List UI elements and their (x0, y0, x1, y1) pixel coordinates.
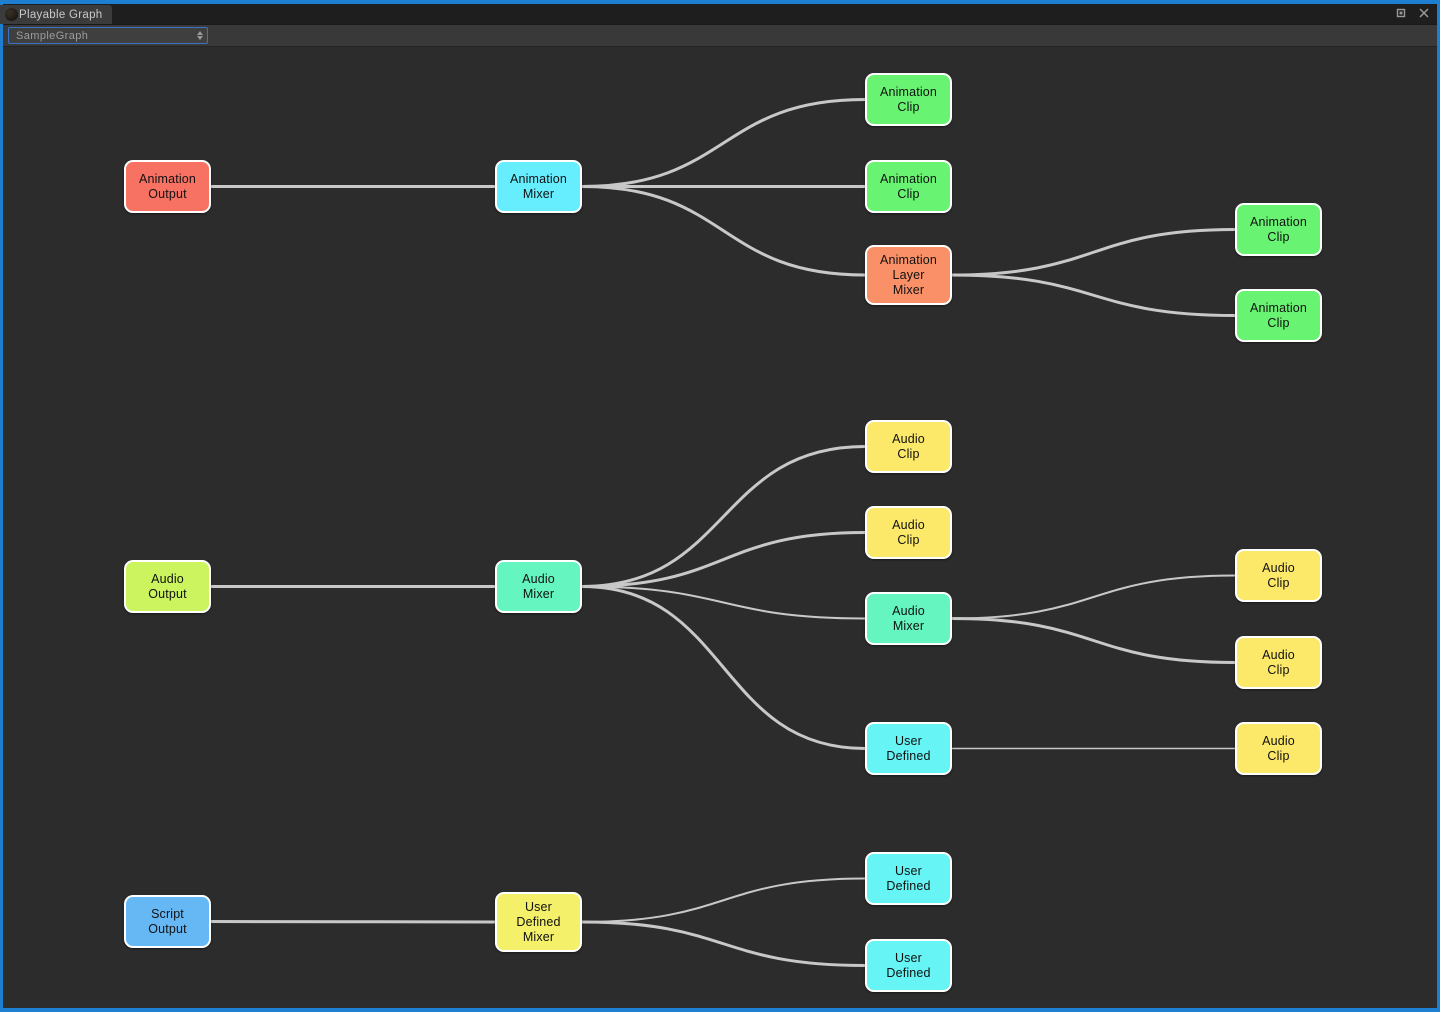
node-label: Audio Clip (1262, 733, 1295, 763)
node-animation-clip[interactable]: Animation Clip (865, 73, 952, 126)
node-label: User Defined (886, 950, 931, 980)
graph-edge (580, 445, 867, 588)
node-label: Script Output (148, 906, 187, 936)
node-user-defined-mixer[interactable]: User Defined Mixer (495, 892, 582, 952)
node-label: Animation Clip (880, 171, 937, 201)
node-label: Audio Mixer (522, 571, 555, 601)
node-label: Animation Clip (1250, 300, 1307, 330)
node-label: Animation Output (139, 171, 196, 201)
node-animation-layer-mixer[interactable]: Animation Layer Mixer (865, 245, 952, 305)
node-label: Animation Mixer (510, 171, 567, 201)
window-titlebar: Playable Graph (0, 4, 1437, 38)
node-user-defined[interactable]: User Defined (865, 939, 952, 992)
graph-edges (209, 98, 1237, 967)
node-audio-clip[interactable]: Audio Clip (1235, 636, 1322, 689)
node-audio-clip[interactable]: Audio Clip (1235, 722, 1322, 775)
node-animation-clip[interactable]: Animation Clip (865, 160, 952, 213)
node-label: User Defined (886, 733, 931, 763)
graph-edge (950, 228, 1237, 277)
node-animation-mixer[interactable]: Animation Mixer (495, 160, 582, 213)
graph-edge (581, 877, 866, 923)
node-audio-mixer[interactable]: Audio Mixer (495, 560, 582, 613)
graph-selector-dropdown[interactable]: SampleGraph (8, 27, 208, 44)
node-user-defined[interactable]: User Defined (865, 722, 952, 775)
node-label: Animation Layer Mixer (880, 252, 937, 297)
graph-edge (950, 617, 1237, 664)
graph-edge (580, 585, 867, 750)
graph-selector-value: SampleGraph (16, 29, 89, 42)
node-audio-clip[interactable]: Audio Clip (865, 506, 952, 559)
graph-edge (580, 185, 867, 277)
tab-label: Playable Graph (19, 8, 103, 21)
graph-toolbar: SampleGraph (3, 25, 1437, 47)
node-audio-clip[interactable]: Audio Clip (1235, 549, 1322, 602)
close-icon[interactable] (1417, 6, 1431, 20)
graph-edge (209, 920, 497, 924)
node-label: User Defined Mixer (516, 899, 561, 944)
graph-edge (581, 585, 866, 620)
graph-edge (580, 920, 867, 967)
node-label: Audio Clip (1262, 647, 1295, 677)
node-label: User Defined (886, 863, 931, 893)
node-label: Audio Mixer (892, 603, 925, 633)
tab-playable-graph[interactable]: Playable Graph (0, 5, 113, 24)
graph-edge (950, 273, 1237, 317)
node-animation-clip[interactable]: Animation Clip (1235, 203, 1322, 256)
chevron-updown-icon (197, 31, 203, 40)
node-user-defined[interactable]: User Defined (865, 852, 952, 905)
window-controls (1394, 6, 1431, 20)
node-label: Animation Clip (880, 84, 937, 114)
node-label: Audio Clip (1262, 560, 1295, 590)
node-audio-mixer[interactable]: Audio Mixer (865, 592, 952, 645)
node-label: Audio Clip (892, 517, 925, 547)
node-label: Animation Clip (1250, 214, 1307, 244)
node-animation-clip[interactable]: Animation Clip (1235, 289, 1322, 342)
node-animation-output[interactable]: Animation Output (124, 160, 211, 213)
graph-edge (951, 574, 1236, 620)
playable-graph-icon (5, 8, 18, 21)
graph-edge (580, 531, 867, 588)
node-label: Audio Clip (892, 431, 925, 461)
node-audio-clip[interactable]: Audio Clip (865, 420, 952, 473)
graph-edge (580, 98, 867, 188)
maximize-icon[interactable] (1394, 6, 1408, 20)
node-script-output[interactable]: Script Output (124, 895, 211, 948)
node-label: Audio Output (148, 571, 187, 601)
node-audio-output[interactable]: Audio Output (124, 560, 211, 613)
